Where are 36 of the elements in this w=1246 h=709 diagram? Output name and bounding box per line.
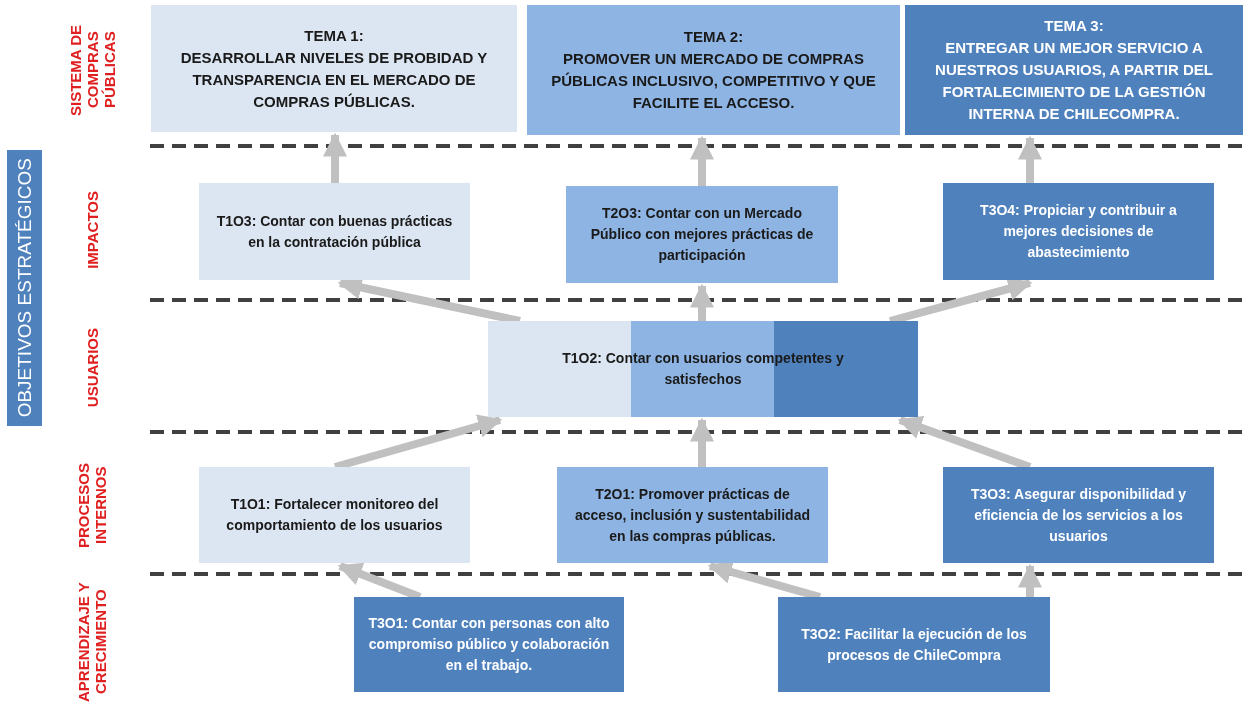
- theme-heading: TEMA 2:: [683, 27, 744, 47]
- theme-heading: TEMA 1:: [304, 25, 364, 46]
- objective-box: [199, 183, 470, 280]
- objective-text: T1O2: Contar con usuarios competentes y satisfechos: [561, 349, 845, 389]
- objective-box: [557, 467, 828, 563]
- objective-text: T1O3: Contar con buenas prácticas en la contratación pública: [215, 211, 454, 252]
- arrow: [1018, 563, 1042, 597]
- objective-text: T3O4: Propiciar y contribuir a mejores decisiones de abastecimiento: [979, 201, 1178, 262]
- objective-box: [488, 321, 918, 417]
- objective-box: [354, 597, 624, 692]
- objective-text: T3O2: Facilitar la ejecución de los procesos de ChileCompra: [800, 624, 1028, 665]
- objective-text: T1O1: Fortalecer monitoreo del comportamiento de los usuarios: [225, 495, 444, 535]
- objective-box: [943, 467, 1214, 563]
- row-label: SISTEMA DE COMPRAS PÚBLICAS: [66, 23, 118, 118]
- objective-text: T3O3: Asegurar disponibilidad y eficiencia de los servicios a los usuarios: [970, 484, 1187, 546]
- row-label: IMPACTOS: [83, 191, 101, 269]
- objective-box: [199, 467, 470, 563]
- arrow: [690, 283, 714, 321]
- objective-text: T2O3: Contar con un Mercado Público con mejores prácticas de participación: [589, 204, 815, 265]
- row-label: PROCESOS INTERNOS: [75, 461, 109, 550]
- objective-box: [943, 183, 1214, 280]
- theme-text: PROMOVER UN MERCADO DE COMPRAS PÚBLICAS INCLUSIVO, COMPETITIVO Y QUE FACILITE EL ACCESO.: [550, 49, 877, 113]
- theme-text: ENTREGAR UN MEJOR SERVICIO A NUESTROS USUARIOS, A PARTIR DEL FORTALECIMIENTO DE LA GESTIÓN INTERNA DE CHILECOMPRA.: [934, 38, 1214, 124]
- theme-panel: [527, 5, 900, 135]
- theme-text: DESARROLLAR NIVELES DE PROBIDAD Y TRANSPARENCIA EN EL MERCADO DE COMPRAS PÚBLICAS.: [179, 47, 489, 112]
- row-label: APRENDIZAJE Y CRECIMIENTO: [75, 581, 109, 704]
- theme-panel: [151, 5, 517, 132]
- objective-box: [566, 186, 838, 283]
- theme-panel: [905, 5, 1243, 135]
- objective-text: T2O1: Promover prácticas de acceso, inclusión y sustentabilidad en las compras públicas.: [574, 484, 811, 546]
- theme-heading: TEMA 3:: [1044, 16, 1104, 36]
- objective-box: [778, 597, 1050, 692]
- section-band: [7, 150, 42, 426]
- band-title: OBJETIVOS ESTRATÉGICOS: [14, 158, 35, 418]
- objective-text: T3O1: Contar con personas con alto compromiso público y colaboración en el trabajo.: [368, 614, 610, 675]
- row-label: USUARIOS: [83, 327, 101, 408]
